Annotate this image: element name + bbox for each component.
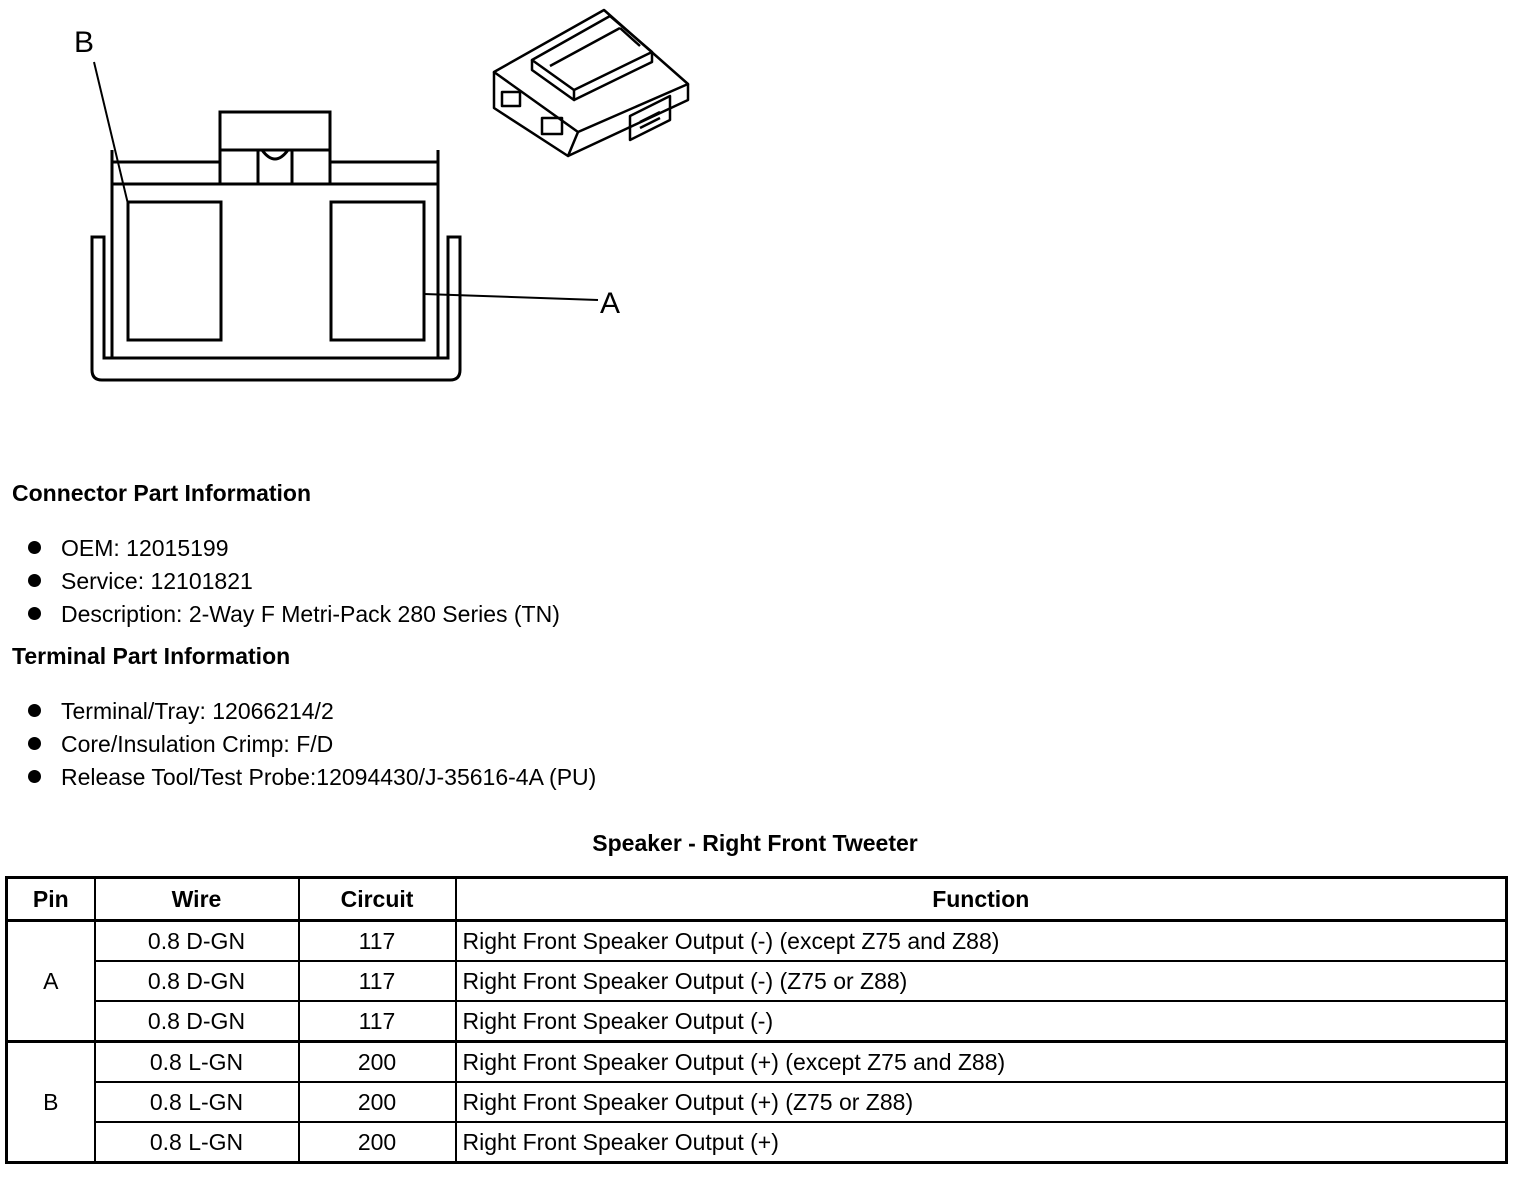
- wire-cell: 0.8 D-GN: [93, 960, 300, 1002]
- bullet-icon: [28, 704, 41, 718]
- list-item: Terminal/Tray: 12066214/2: [28, 695, 596, 728]
- bullet-icon: [28, 541, 41, 555]
- pinout-table: Pin Wire Circuit Function A 0.8 D-GN 117…: [5, 876, 1508, 1164]
- list-item: Core/Insulation Crimp: F/D: [28, 728, 596, 761]
- function-cell: Right Front Speaker Output (+) (Z75 or Z…: [454, 1081, 1508, 1123]
- bullet-icon: [28, 607, 41, 621]
- wire-cell: 0.8 L-GN: [93, 1040, 300, 1083]
- terminal-info-heading: Terminal Part Information: [12, 643, 291, 669]
- circuit-cell: 117: [297, 1000, 457, 1043]
- pin-cell: B: [5, 1040, 96, 1164]
- pin-group-a: A 0.8 D-GN 117 Right Front Speaker Outpu…: [5, 919, 1508, 1043]
- list-item: Service: 12101821: [28, 565, 560, 598]
- circuit-cell: 200: [297, 1121, 457, 1164]
- leader-line-b: [93, 61, 129, 205]
- pin-group-b: B 0.8 L-GN 200 Right Front Speaker Outpu…: [5, 1040, 1508, 1164]
- connector-face-diagram: B A: [74, 26, 620, 382]
- circuit-cell: 117: [297, 960, 457, 1002]
- terminal-info-list: Terminal/Tray: 12066214/2 Core/Insulatio…: [28, 695, 596, 794]
- function-cell: Right Front Speaker Output (+) (except Z…: [454, 1040, 1508, 1083]
- table-row: 0.8 D-GN 117 Right Front Speaker Output …: [7, 960, 1508, 1002]
- function-cell: Right Front Speaker Output (-): [454, 1000, 1508, 1043]
- connector-body: [110, 160, 440, 360]
- list-item: OEM: 12015199: [28, 532, 560, 565]
- list-item: Description: 2-Way F Metri-Pack 280 Seri…: [28, 598, 560, 631]
- header-wire: Wire: [93, 876, 300, 922]
- header-pin: Pin: [5, 876, 96, 922]
- wire-cell: 0.8 L-GN: [93, 1121, 300, 1164]
- locking-tab: [218, 110, 332, 186]
- pin-label-b: B: [74, 26, 94, 59]
- wire-cell: 0.8 L-GN: [93, 1081, 300, 1123]
- bullet-icon: [28, 770, 41, 784]
- wire-cell: 0.8 D-GN: [93, 1000, 300, 1043]
- list-item: Release Tool/Test Probe:12094430/J-35616…: [28, 761, 596, 794]
- table-row: 0.8 L-GN 200 Right Front Speaker Output …: [7, 1081, 1508, 1123]
- bullet-icon: [28, 574, 41, 588]
- circuit-cell: 200: [297, 1040, 457, 1083]
- circuit-cell: 117: [297, 919, 457, 962]
- table-title: Speaker - Right Front Tweeter: [592, 830, 918, 856]
- header-circuit: Circuit: [297, 876, 457, 922]
- function-cell: Right Front Speaker Output (-) (except Z…: [454, 919, 1508, 962]
- connector-isometric-diagram: [492, 8, 690, 158]
- table-row: A 0.8 D-GN 117 Right Front Speaker Outpu…: [5, 919, 1508, 1043]
- connector-info-heading: Connector Part Information: [12, 480, 312, 506]
- table-row: 0.8 L-GN 200 Right Front Speaker Output …: [7, 1121, 1508, 1164]
- connector-info-list: OEM: 12015199 Service: 12101821 Descript…: [28, 532, 560, 631]
- table-row: 0.8 D-GN 117 Right Front Speaker Output …: [7, 1000, 1508, 1043]
- wire-cell: 0.8 D-GN: [93, 919, 300, 962]
- pin-label-a: A: [600, 287, 620, 320]
- pin-cell: A: [5, 919, 96, 1043]
- terminal-cavity-b: [126, 200, 223, 342]
- circuit-cell: 200: [297, 1081, 457, 1123]
- function-cell: Right Front Speaker Output (+): [454, 1121, 1508, 1164]
- function-cell: Right Front Speaker Output (-) (Z75 or Z…: [454, 960, 1508, 1002]
- terminal-cavity-a: [329, 200, 426, 342]
- header-function: Function: [454, 876, 1508, 922]
- leader-line-a: [423, 293, 599, 301]
- table-row: B 0.8 L-GN 200 Right Front Speaker Outpu…: [5, 1040, 1508, 1164]
- bullet-icon: [28, 737, 41, 751]
- table-header-row: Pin Wire Circuit Function: [5, 876, 1508, 922]
